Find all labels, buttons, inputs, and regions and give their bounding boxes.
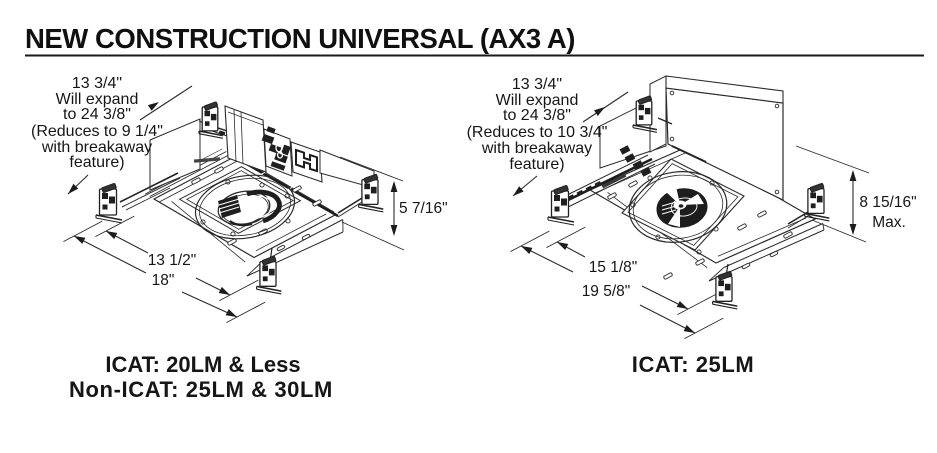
svg-text:15 1/8": 15 1/8" — [589, 259, 638, 276]
svg-text:Will expand: Will expand — [496, 92, 579, 109]
svg-text:18": 18" — [152, 272, 175, 289]
svg-text:8 15/16": 8 15/16" — [859, 194, 916, 211]
svg-text:with breakaway: with breakaway — [41, 139, 152, 156]
svg-text:ICAT: 20LM & Less: ICAT: 20LM & Less — [105, 352, 300, 377]
svg-text:13 3/4": 13 3/4" — [512, 76, 562, 93]
svg-text:ICAT: 25LM: ICAT: 25LM — [632, 352, 754, 377]
svg-text:Max.: Max. — [872, 214, 906, 231]
svg-text:5 7/16": 5 7/16" — [399, 200, 448, 217]
svg-text:NEW CONSTRUCTION UNIVERSAL (AX: NEW CONSTRUCTION UNIVERSAL (AX3 A) — [25, 23, 575, 54]
svg-text:(Reduces to 10 3/4": (Reduces to 10 3/4" — [467, 124, 608, 141]
svg-text:to 24 3/8": to 24 3/8" — [63, 106, 131, 123]
svg-text:to 24 3/8": to 24 3/8" — [503, 107, 571, 124]
svg-text:13 1/2": 13 1/2" — [148, 252, 197, 269]
svg-text:Non-ICAT: 25LM & 30LM: Non-ICAT: 25LM & 30LM — [69, 377, 333, 402]
svg-text:19 5/8": 19 5/8" — [582, 283, 631, 300]
svg-text:13 3/4": 13 3/4" — [72, 75, 122, 92]
svg-text:with breakaway: with breakaway — [481, 140, 592, 157]
svg-text:Will expand: Will expand — [56, 91, 139, 108]
svg-text:feature): feature) — [69, 154, 124, 171]
svg-text:(Reduces to 9 1/4": (Reduces to 9 1/4" — [31, 123, 163, 140]
svg-text:feature): feature) — [509, 156, 564, 173]
